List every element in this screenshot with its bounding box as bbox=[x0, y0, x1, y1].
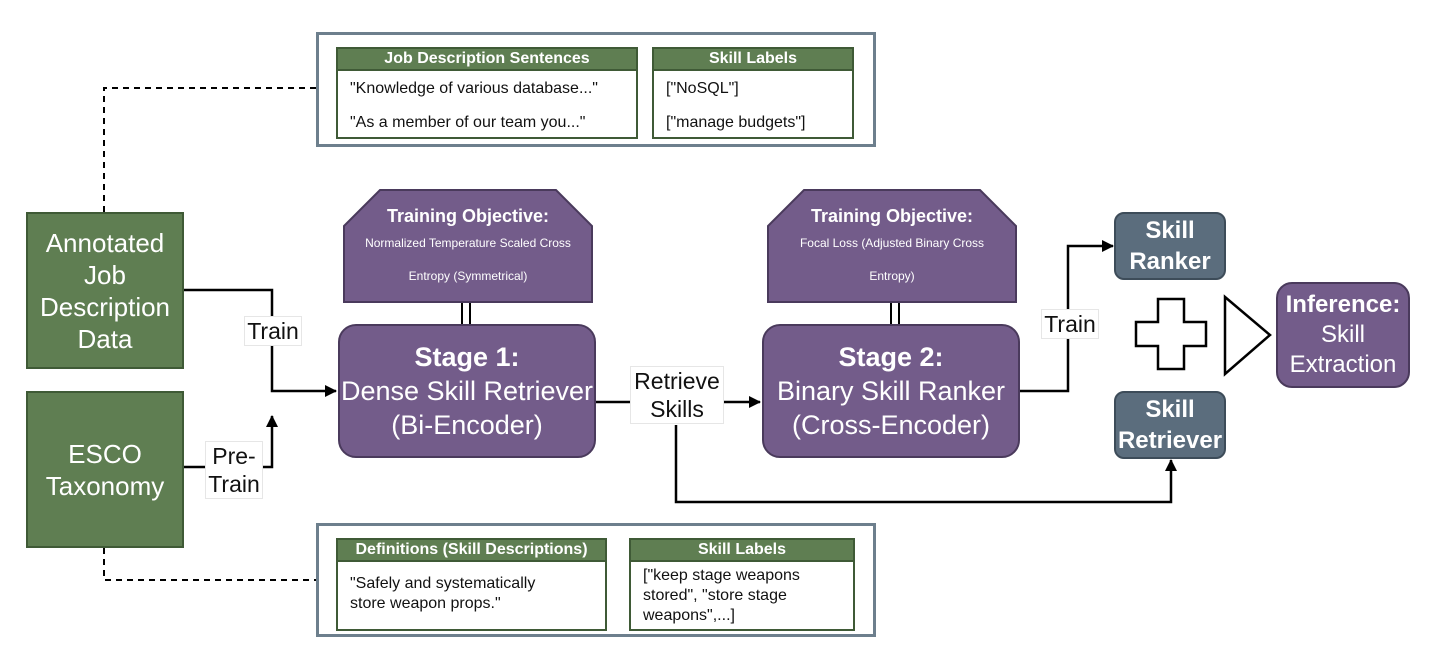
train-ranker-label: Train bbox=[1041, 309, 1099, 339]
objective1-body: Normalized Temperature Scaled Cross Entr… bbox=[365, 236, 571, 283]
retriever-arrow bbox=[674, 425, 1177, 504]
skill-retriever-label: Skill Retriever bbox=[1117, 396, 1223, 454]
objective1-shape bbox=[343, 189, 593, 303]
skill-ranker-label: Skill Ranker bbox=[1129, 217, 1211, 275]
definition-text: "Safely and systematically store weapon … bbox=[350, 575, 536, 612]
esco-taxonomy-label: ESCO Taxonomy bbox=[45, 438, 165, 501]
top-data-panel: Job Description Sentences "Knowledge of … bbox=[316, 32, 876, 147]
top-skill-labels-card: Skill Labels ["NoSQL"] ["manage budgets"… bbox=[652, 47, 854, 139]
objective2-shape bbox=[767, 189, 1017, 303]
objective2-title: Training Objective: bbox=[810, 206, 974, 226]
stage1-title: Stage 1: bbox=[414, 342, 520, 372]
train-label: Train bbox=[244, 316, 302, 346]
annotated-data-label: Annotated Job Description Data bbox=[39, 227, 171, 354]
skill-ranker-node: Skill Ranker bbox=[1114, 212, 1226, 280]
objective2-body: Focal Loss (Adjusted Binary Cross Entrop… bbox=[799, 236, 985, 283]
triangle-arrow-icon bbox=[1223, 294, 1272, 377]
objective1-title: Training Objective: bbox=[386, 206, 550, 226]
job-sentence-2: "As a member of our team you..." bbox=[350, 114, 586, 131]
dashed-link-bottom bbox=[103, 548, 316, 581]
top-skill-label-1: ["NoSQL"] bbox=[666, 80, 739, 97]
bottom-skill-labels-text: ["keep stage weapons stored", "store sta… bbox=[643, 567, 800, 624]
job-sentences-header: Job Description Sentences bbox=[338, 49, 636, 71]
stage1-line1: Dense Skill Retriever bbox=[340, 376, 594, 406]
job-sentences-card: Job Description Sentences "Knowledge of … bbox=[336, 47, 638, 139]
bottom-data-panel: Definitions (Skill Descriptions) "Safely… bbox=[316, 523, 876, 637]
retrieve-skills-label: Retrieve Skills bbox=[630, 366, 724, 424]
bottom-skill-labels-header: Skill Labels bbox=[631, 540, 853, 562]
esco-taxonomy-node: ESCO Taxonomy bbox=[26, 391, 184, 548]
stage2-node: Stage 2: Binary Skill Ranker (Cross-Enco… bbox=[762, 324, 1020, 458]
definitions-header: Definitions (Skill Descriptions) bbox=[338, 540, 605, 562]
pretrain-label: Pre-Train bbox=[205, 441, 263, 499]
objective2: Training Objective: Focal Loss (Adjusted… bbox=[790, 205, 994, 293]
inference-title: Inference: bbox=[1285, 291, 1401, 318]
inference-node: Inference: Skill Extraction bbox=[1276, 282, 1410, 388]
stage1-line2: (Bi-Encoder) bbox=[391, 410, 543, 440]
bottom-skill-labels-card: Skill Labels ["keep stage weapons stored… bbox=[629, 538, 855, 631]
stage2-line1: Binary Skill Ranker bbox=[776, 376, 1006, 406]
objective1: Training Objective: Normalized Temperatu… bbox=[348, 205, 588, 293]
annotated-data-node: Annotated Job Description Data bbox=[26, 212, 184, 369]
definitions-card: Definitions (Skill Descriptions) "Safely… bbox=[336, 538, 607, 631]
skill-retriever-node: Skill Retriever bbox=[1114, 391, 1226, 459]
top-skill-label-2: ["manage budgets"] bbox=[666, 114, 806, 131]
dashed-link-top bbox=[103, 87, 316, 212]
stage2-title: Stage 2: bbox=[838, 342, 944, 372]
stage1-node: Stage 1: Dense Skill Retriever (Bi-Encod… bbox=[338, 324, 596, 458]
inference-line2: Extraction bbox=[1289, 351, 1397, 378]
job-sentence-1: "Knowledge of various database..." bbox=[350, 80, 598, 97]
plus-icon bbox=[1134, 297, 1208, 371]
inference-line1: Skill bbox=[1320, 321, 1365, 348]
top-skill-labels-header: Skill Labels bbox=[654, 49, 852, 71]
stage2-line2: (Cross-Encoder) bbox=[791, 410, 991, 440]
